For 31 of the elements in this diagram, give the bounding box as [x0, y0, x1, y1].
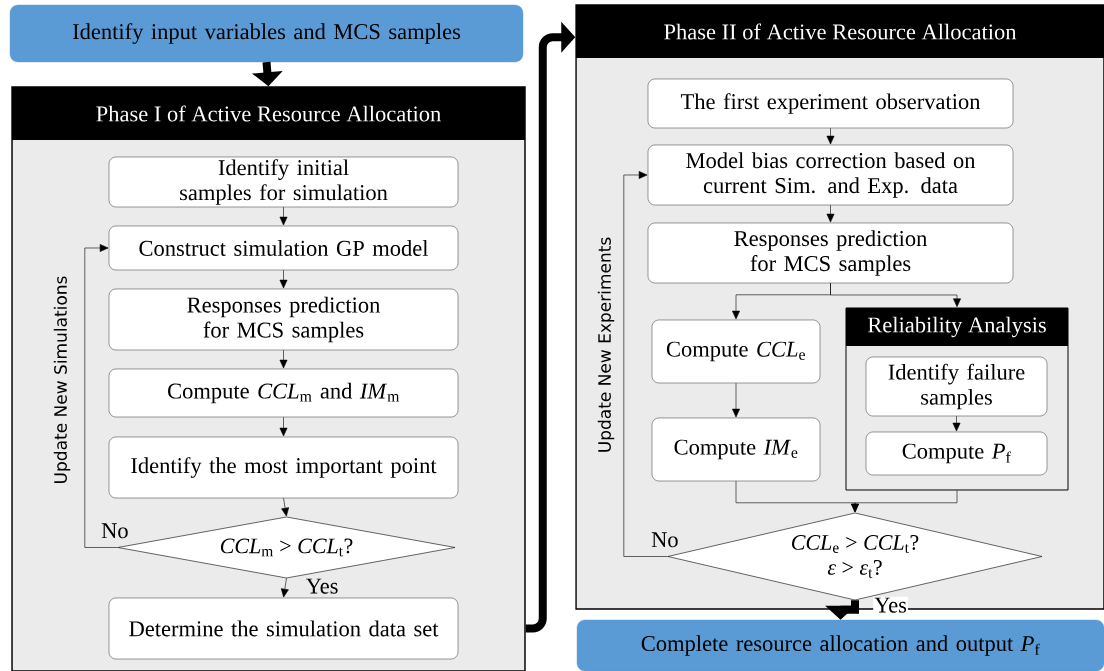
arrow [280, 577, 289, 598]
process-box: Model bias correction based on current Sim. and Exp. data [647, 144, 1014, 206]
process-box: Identify initial samples for simulation [108, 156, 459, 208]
process-box: Determine the simulation data set [108, 597, 459, 660]
arrow [952, 415, 961, 432]
process-box: Responses prediction for MCS samples [647, 222, 1014, 284]
arrow [279, 349, 288, 369]
side-label: Update New Simulations [53, 276, 71, 483]
side-label: Update New Experiments [597, 237, 615, 452]
arrow [623, 171, 669, 557]
process-box: Identify failure samples [865, 356, 1048, 417]
arrow [84, 244, 119, 548]
start-box: Identify input variables and MCS samples [9, 4, 524, 63]
process-box: Identify the most important point [108, 436, 459, 499]
arrow [732, 382, 740, 418]
process-box: Construct simulation GP model [108, 225, 459, 271]
arrow [826, 204, 835, 223]
process-box: Compute P$_{f}$ [865, 431, 1048, 476]
process-box: Responses prediction for MCS samples [108, 288, 459, 351]
process-box: Compute CCL$_{m}$ and IM$_{m}$ [108, 368, 459, 418]
arrow [279, 416, 288, 437]
arrow [281, 497, 289, 517]
arrow [279, 269, 288, 289]
arrow [826, 127, 835, 145]
process-box: Compute IM$_{e}$ [651, 417, 821, 482]
process-box: The first experiment observation [647, 78, 1014, 129]
arrow [279, 206, 288, 226]
process-box: Compute CCL$_{e}$ [651, 319, 821, 384]
arrow [851, 490, 958, 513]
arrow [830, 282, 961, 308]
start-box: Complete resource allocation and output P$_{f}$ [576, 619, 1104, 671]
